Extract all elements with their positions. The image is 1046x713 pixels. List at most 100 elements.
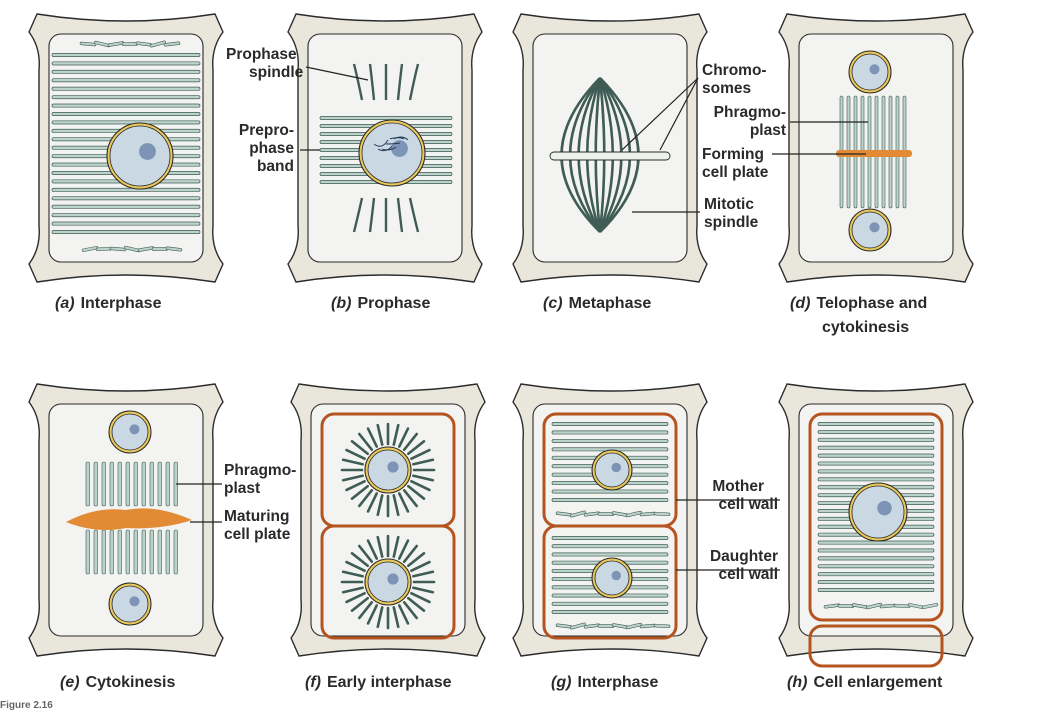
label-forming-cell-plate: Forming cell plate <box>702 146 768 182</box>
label-prophase-spindle-line1: Prophase <box>226 46 297 63</box>
microtubule <box>345 479 366 492</box>
microtubule <box>173 529 178 575</box>
microtubule <box>51 204 201 209</box>
label-maturing-cell-plate-line2: cell plate <box>224 526 291 543</box>
label-chromosomes: Chromo- somes <box>702 62 767 98</box>
microtubule <box>817 477 935 482</box>
nucleus-g-top <box>591 449 633 491</box>
leader-prophase-spindle <box>305 66 369 81</box>
microtubule <box>410 560 431 573</box>
nucleolus <box>877 500 892 516</box>
daughter-cell-wall-h-lower <box>808 624 944 668</box>
microtubule <box>569 622 587 630</box>
microtubule <box>157 461 162 507</box>
microtubule <box>358 544 374 563</box>
microtubule <box>408 197 420 233</box>
leader-chromosomes-2 <box>659 77 699 151</box>
label-maturing-cell-plate: Maturing cell plate <box>224 508 290 544</box>
daughter-cell-wall <box>542 524 678 640</box>
microtubule <box>817 461 935 466</box>
microtubule <box>141 461 146 507</box>
microtubule <box>407 552 426 568</box>
cell-c <box>512 13 708 283</box>
microtubule <box>410 591 431 604</box>
cortical-bits-a <box>81 245 183 253</box>
microtubule <box>817 588 935 592</box>
microtubule <box>85 529 90 575</box>
microtubule <box>51 86 201 91</box>
label-chromosomes-line1: Chromo- <box>702 62 767 79</box>
daughter-cell-wall-f-bottom <box>320 524 456 640</box>
microtubule <box>551 422 669 426</box>
nucleus-e-bottom <box>108 582 152 626</box>
microtubule <box>410 479 431 492</box>
label-phragmoplast-bottom: Phragmo- plast <box>224 462 296 498</box>
microtubule <box>817 556 935 561</box>
microtubule <box>51 103 201 108</box>
caption-d-title2: cytokinesis <box>822 319 910 336</box>
prophase-spindle-top <box>352 63 420 101</box>
chromatin <box>377 145 393 152</box>
microtubule <box>368 63 376 101</box>
microtubule <box>163 41 181 47</box>
microtubule <box>376 423 384 446</box>
microtubule <box>408 63 420 101</box>
microtubule <box>597 624 615 628</box>
microtubule <box>93 461 98 507</box>
nucleolus <box>611 570 622 581</box>
microtubule <box>402 544 418 563</box>
nucleolus <box>387 573 399 585</box>
radiating-microtubules-top <box>340 422 436 518</box>
microtubule <box>345 560 366 573</box>
microtubule <box>376 535 384 558</box>
microtubule <box>412 474 435 482</box>
cell-h <box>778 383 974 668</box>
label-forming-cell-plate-line1: Forming <box>702 146 764 163</box>
nucleolus <box>387 461 399 473</box>
label-phragmoplast-bottom-line2: plast <box>224 480 261 497</box>
nucleus-d-bottom <box>848 208 892 252</box>
nucleoplasm <box>367 449 409 491</box>
caption-c: (c)Metaphase <box>543 293 651 315</box>
microtubule <box>837 604 855 608</box>
chromatin <box>393 136 409 141</box>
microtubule <box>551 544 669 549</box>
microtubule <box>817 548 935 553</box>
cortical-bits-g-bottom <box>555 622 671 630</box>
microtubule <box>402 601 418 620</box>
microtubule <box>341 570 364 578</box>
nucleolus <box>129 596 140 607</box>
nucleoplasm <box>361 122 423 184</box>
microtubule <box>366 427 379 448</box>
microtubule <box>51 187 201 192</box>
caption-e-title: Cytokinesis <box>85 674 176 691</box>
cell-f <box>290 383 486 657</box>
microtubule <box>133 461 138 507</box>
microtubule <box>410 448 431 461</box>
cytoplasm <box>532 403 688 637</box>
microtubule <box>358 601 374 620</box>
microtubule <box>51 120 201 125</box>
caption-g-letter: (g) <box>551 674 572 691</box>
caption-c-letter: (c) <box>543 295 563 312</box>
label-maturing-cell-plate-line1: Maturing <box>224 508 290 525</box>
label-mitotic-spindle-line1: Mitotic <box>704 196 754 213</box>
caption-a-title: Interphase <box>80 295 162 312</box>
label-daughter-cell-wall-line1: Daughter <box>709 548 778 565</box>
microtubule <box>157 529 162 575</box>
caption-e: (e)Cytokinesis <box>60 672 175 694</box>
leader-chromosomes-1 <box>621 77 699 151</box>
phragmoplast-e-bottom <box>85 529 178 575</box>
label-daughter-cell-wall: Daughter cell wall <box>686 548 778 584</box>
microtubule <box>366 604 379 625</box>
microtubule <box>368 197 376 233</box>
label-phragmoplast-top: Phragmo- plast <box>690 104 786 140</box>
microtubule <box>93 529 98 575</box>
microtubule <box>569 510 587 518</box>
nucleoplasm <box>851 485 905 539</box>
microtubule <box>345 591 366 604</box>
caption-f: (f)Early interphase <box>305 672 451 694</box>
caption-d-letter: (d) <box>790 295 811 312</box>
microtubule <box>397 604 410 625</box>
